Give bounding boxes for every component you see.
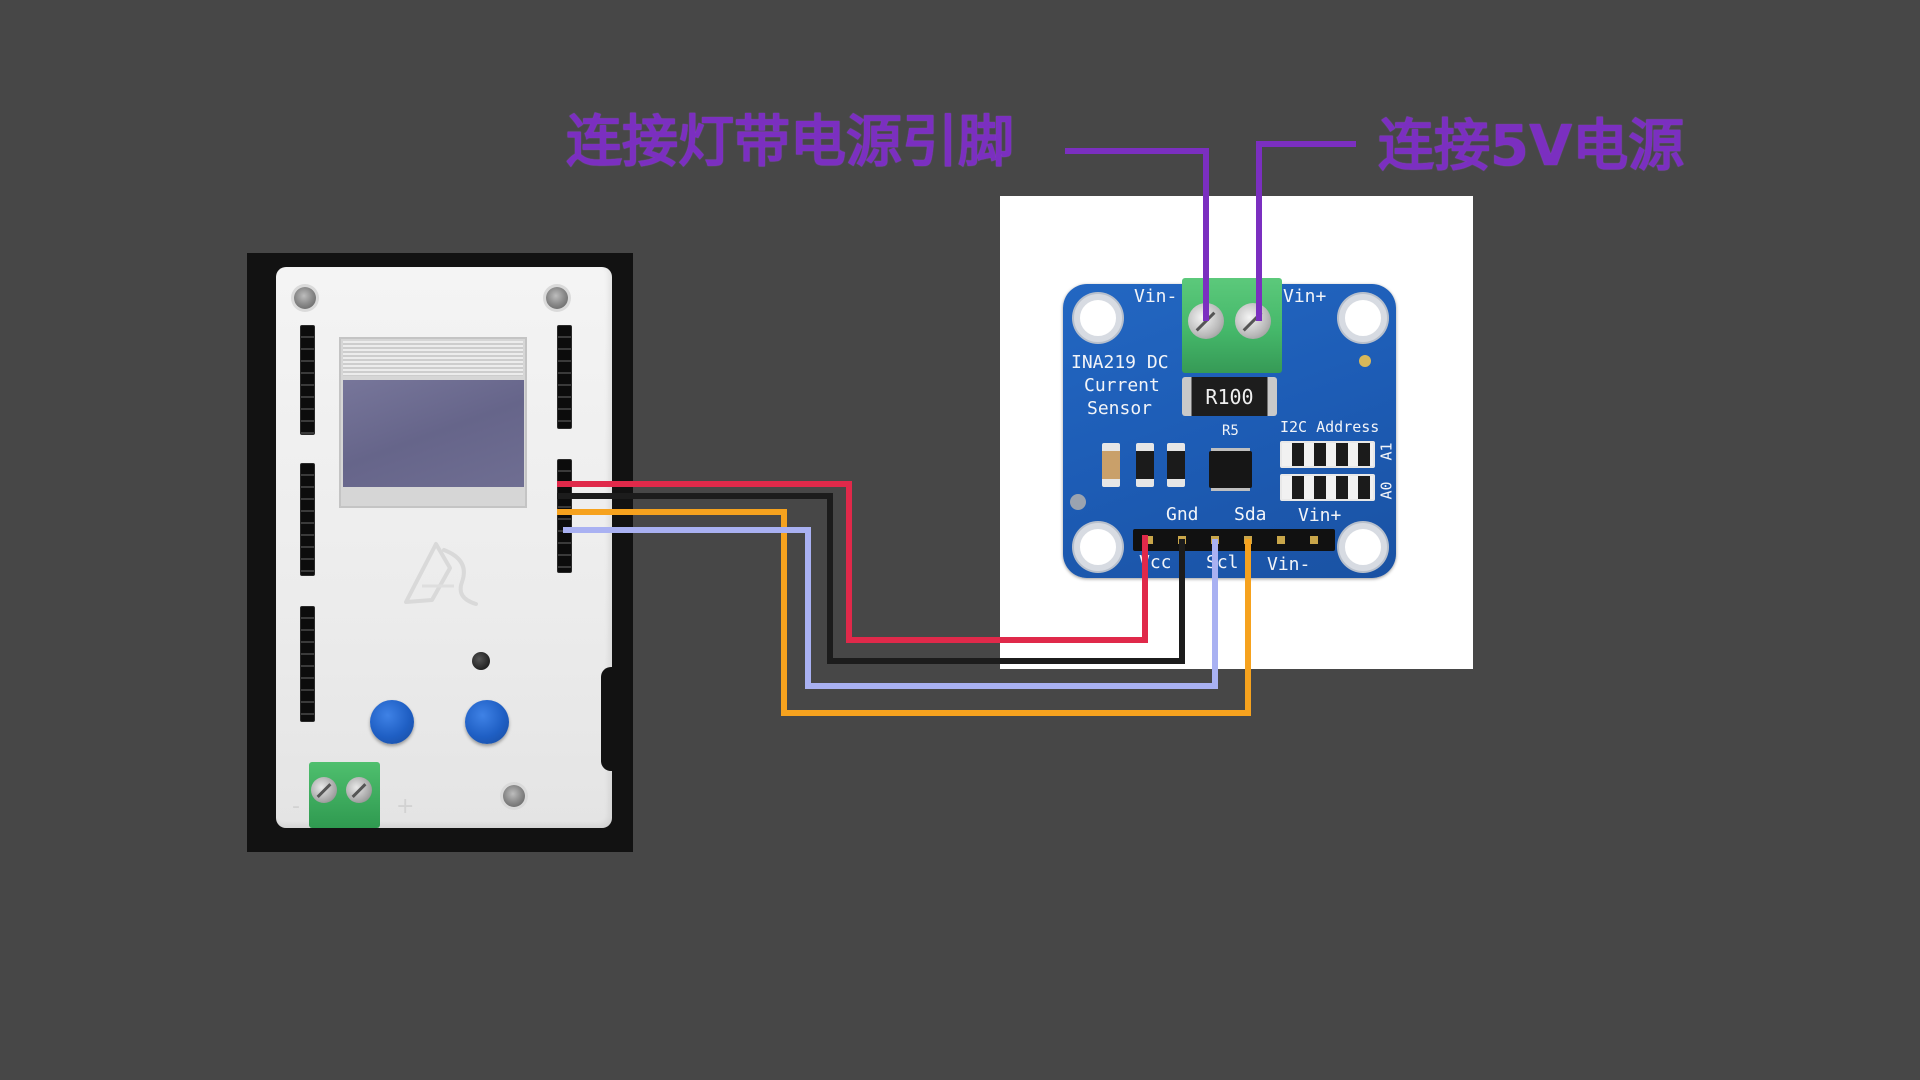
header-pin — [1310, 536, 1318, 544]
silk-vin-plus-bottom: Vin+ — [1298, 505, 1342, 526]
address-resistor-row — [1280, 441, 1375, 468]
mounting-hole-icon — [1074, 523, 1122, 571]
embossed-logo-icon — [404, 542, 478, 606]
ina219-chip — [1209, 451, 1252, 488]
screw-hole-icon — [503, 785, 525, 807]
right-pin-slot-1 — [557, 325, 572, 429]
smd-capacitor — [1102, 443, 1120, 487]
silk-title-line2: Current — [1084, 375, 1160, 396]
blue-push-button — [370, 700, 414, 744]
solder-pad — [1359, 355, 1371, 367]
terminal-screw-icon — [1188, 303, 1224, 339]
shunt-resistor-label: R100 — [1205, 384, 1254, 409]
left-pin-slot-3 — [300, 606, 315, 722]
silk-vin-plus-top: Vin+ — [1283, 286, 1327, 307]
silk-title-line1: INA219 DC — [1071, 352, 1169, 373]
silk-a0: A0 — [1377, 481, 1396, 500]
silk-sda: Sda — [1234, 504, 1267, 525]
smd-resistor — [1136, 443, 1154, 487]
mounting-hole-icon — [1074, 294, 1122, 342]
solder-pad — [1070, 494, 1086, 510]
silk-vin-minus-top: Vin- — [1134, 286, 1178, 307]
blue-push-button — [465, 700, 509, 744]
right-pin-slot-2 — [557, 459, 572, 573]
header-pin — [1211, 536, 1219, 544]
silk-vcc: Vcc — [1139, 552, 1172, 573]
header-pin — [1277, 536, 1285, 544]
mounting-hole-icon — [1339, 294, 1387, 342]
device-case-notch — [601, 667, 617, 771]
terminal-screw-icon — [1235, 303, 1271, 339]
header-pin — [1244, 536, 1252, 544]
device-display — [343, 380, 524, 487]
device-screen-bezel — [343, 341, 523, 376]
silk-i2c-address: I2C Address — [1280, 418, 1380, 436]
header-pin — [1145, 536, 1153, 544]
label-led-strip-power-pin: 连接灯带电源引脚 — [566, 110, 1014, 175]
silk-title-line3: Sensor — [1087, 398, 1153, 419]
terminal-screw-icon — [311, 777, 337, 803]
silk-gnd: Gnd — [1166, 504, 1199, 525]
shunt-resistor: R100 — [1182, 377, 1277, 416]
terminal-minus-label: - — [292, 794, 300, 819]
silk-a1: A1 — [1377, 442, 1396, 461]
terminal-screw-icon — [346, 777, 372, 803]
led-indicator — [472, 652, 490, 670]
silk-r5: R5 — [1222, 423, 1239, 439]
screw-hole-icon — [294, 287, 316, 309]
silk-vin-minus-bottom: Vin- — [1267, 554, 1311, 575]
smd-resistor — [1167, 443, 1185, 487]
left-pin-slot-1 — [300, 325, 315, 435]
silk-scl: Scl — [1206, 552, 1239, 573]
label-5v-power: 连接5V电源 — [1378, 114, 1685, 179]
screw-hole-icon — [546, 287, 568, 309]
left-pin-slot-2 — [300, 463, 315, 576]
address-resistor-row — [1280, 474, 1375, 501]
header-pin — [1178, 536, 1186, 544]
pin-header — [1133, 529, 1335, 551]
terminal-plus-label: + — [396, 794, 415, 819]
mounting-hole-icon — [1339, 523, 1387, 571]
